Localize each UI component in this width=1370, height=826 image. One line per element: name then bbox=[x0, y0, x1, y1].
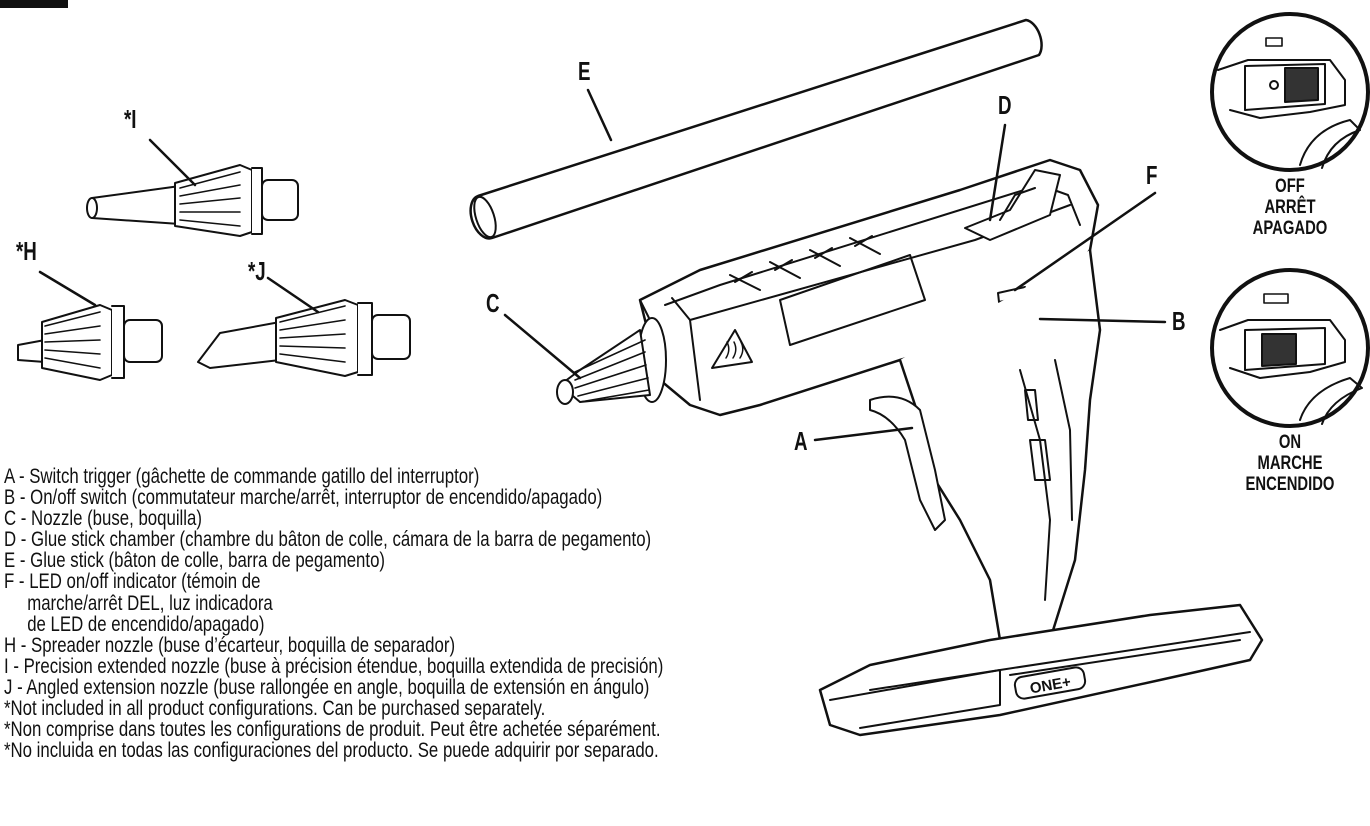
leader-line-a bbox=[813, 426, 914, 442]
legend-item-f-cont: marche/arrêt DEL, luz indicadora bbox=[27, 591, 273, 615]
label-a: A bbox=[794, 426, 808, 456]
availability-note-fr: *Non comprise dans toutes les configurat… bbox=[4, 718, 661, 742]
label-c: C bbox=[486, 288, 500, 318]
leader-line-i bbox=[148, 138, 197, 187]
label-j: *J bbox=[248, 256, 266, 286]
angled-extension-nozzle bbox=[197, 299, 411, 377]
precision-extended-nozzle bbox=[86, 164, 299, 237]
label-e: E bbox=[578, 56, 591, 86]
leader-line-e bbox=[586, 88, 613, 142]
legend-item-j: J - Angled extension nozzle (buse rallon… bbox=[4, 675, 650, 699]
leader-line-f bbox=[1013, 191, 1157, 292]
leader-line-d bbox=[988, 123, 1007, 222]
label-f: F bbox=[1146, 160, 1158, 190]
legend-item-i: I - Precision extended nozzle (buse à pr… bbox=[4, 654, 664, 678]
legend-item-f-cont: de LED de encendido/apagado) bbox=[27, 612, 265, 636]
legend-item-b: B - On/off switch (commutateur marche/ar… bbox=[4, 486, 603, 510]
label-h: *H bbox=[16, 236, 37, 266]
availability-note-es: *No incluida en todas las configuracione… bbox=[4, 739, 659, 763]
glue-stick bbox=[469, 18, 1043, 240]
legend-item-d: D - Glue stick chamber (chambre du bâton… bbox=[4, 528, 652, 552]
parts-legend: A - Switch trigger (gâchette de commande… bbox=[4, 466, 804, 761]
legend-item-h: H - Spreader nozzle (buse d’écarteur, bo… bbox=[4, 633, 456, 657]
availability-note-en: *Not included in all product configurati… bbox=[4, 697, 546, 721]
leader-line-c bbox=[503, 313, 582, 380]
off-caption: OFF ARRÊT APAGADO bbox=[1252, 176, 1328, 239]
glue-gun-body: ONE+ bbox=[637, 158, 1264, 737]
switch-on-detail bbox=[1210, 268, 1370, 428]
header-rule bbox=[0, 0, 68, 8]
nozzle bbox=[556, 329, 651, 405]
legend-item-e: E - Glue stick (bâton de colle, barra de… bbox=[4, 549, 386, 573]
leader-line-h bbox=[38, 270, 97, 307]
leader-line-b bbox=[1038, 317, 1167, 324]
legend-item-f: F - LED on/off indicator (témoin de bbox=[4, 570, 261, 594]
spreader-nozzle bbox=[17, 304, 163, 381]
leader-line-j bbox=[266, 276, 320, 314]
legend-item-c: C - Nozzle (buse, boquilla) bbox=[4, 507, 202, 531]
legend-item-a: A - Switch trigger (gâchette de commande… bbox=[4, 465, 480, 488]
label-d: D bbox=[998, 90, 1012, 120]
label-b: B bbox=[1172, 306, 1186, 336]
one-plus-logo: ONE+ bbox=[1029, 673, 1073, 697]
switch-off-detail bbox=[1210, 12, 1370, 172]
on-caption: ON MARCHE ENCENDIDO bbox=[1245, 432, 1335, 495]
label-i: *I bbox=[124, 104, 137, 134]
